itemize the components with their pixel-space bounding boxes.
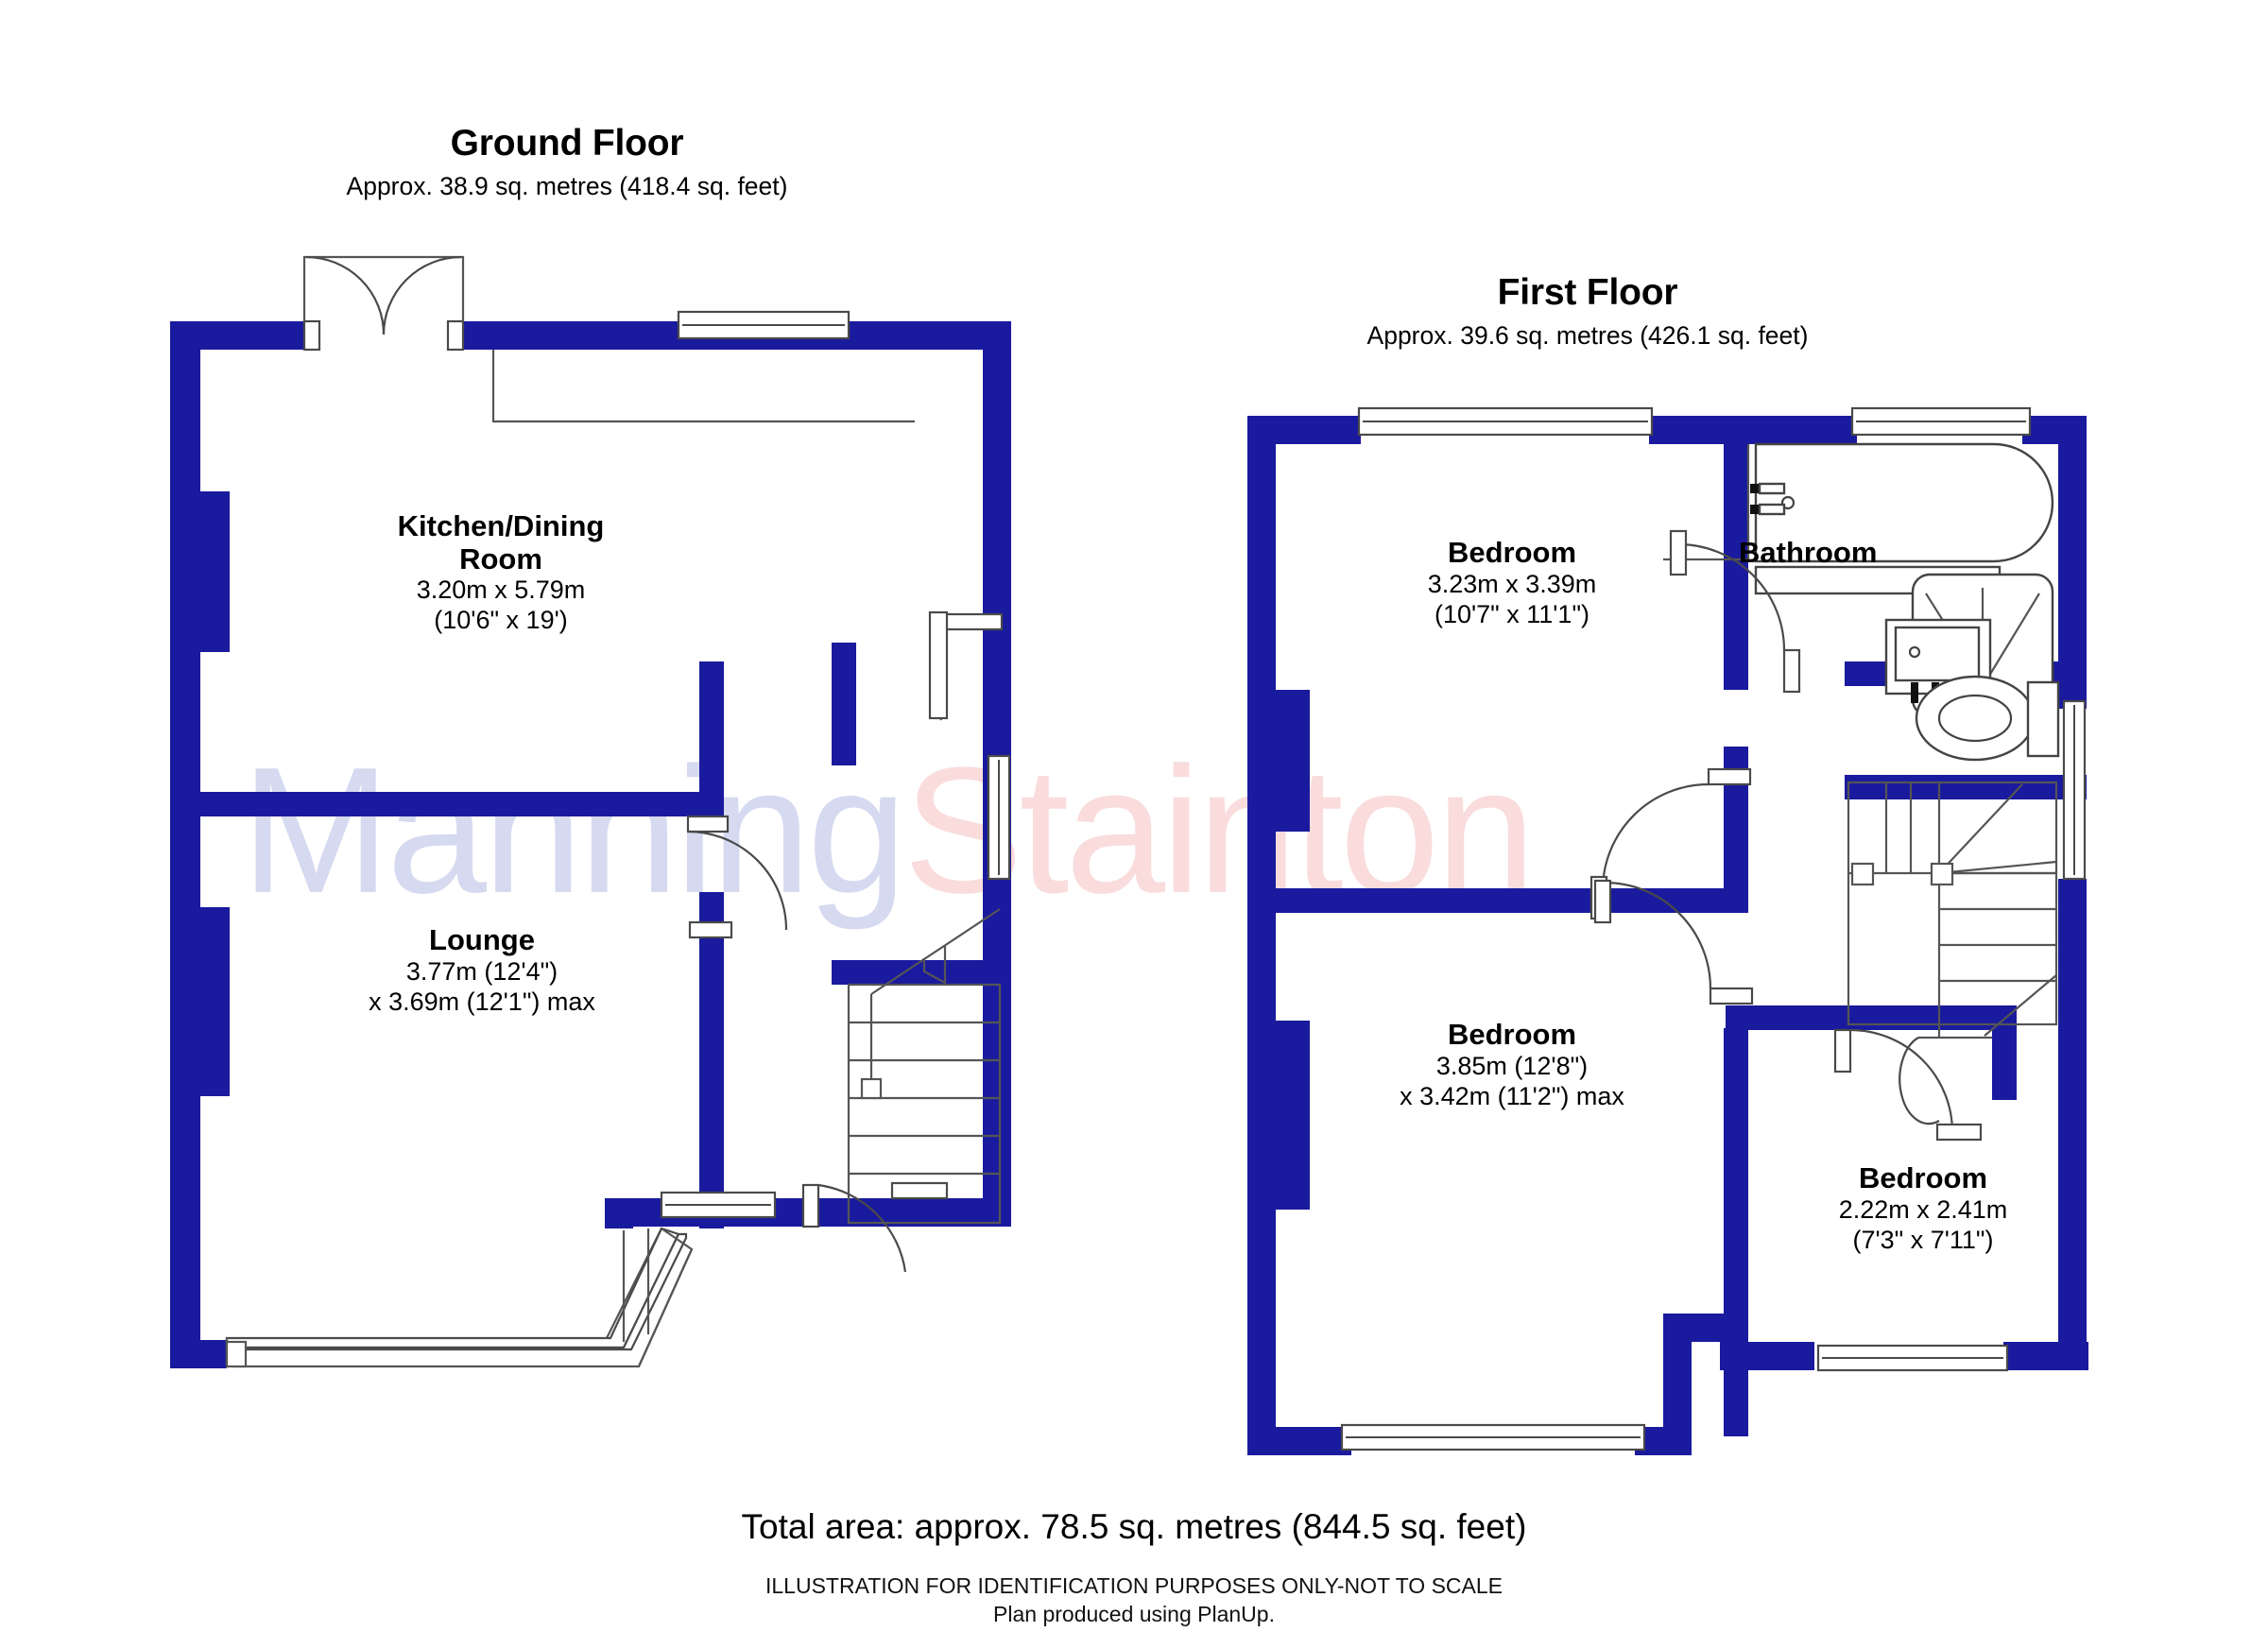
- wall-ff-bottom-step-h: [1663, 1314, 1729, 1342]
- room-dims-bedroom-1-imperial: (10'7" x 11'1"): [1434, 599, 1590, 628]
- room-dims-lounge-metric: 3.77m (12'4"): [405, 956, 558, 986]
- room-dims-kitchen-dining-metric: 3.20m x 5.79m: [416, 575, 586, 605]
- wall-ff-top-left: [1247, 416, 1361, 444]
- wall-ff-top-mid: [1649, 416, 1857, 444]
- room-label-bedroom-3: Bedroom 2.22m x 2.41m (7'3" x 7'11"): [1760, 1161, 2087, 1255]
- window-ff-bedroom2-bottom: [1340, 1423, 1646, 1451]
- wall-ff-left: [1247, 416, 1276, 1455]
- first-floor-subtitle: Approx. 39.6 sq. metres (426.1 sq. feet): [1366, 320, 1809, 350]
- wall-ff-bathroom-left-upper: [1724, 444, 1748, 661]
- wall-ff-landing-top: [1845, 775, 2087, 799]
- room-dims-bedroom-2-metric: 3.85m (12'8"): [1435, 1051, 1589, 1080]
- door-gf-french-double: [302, 255, 465, 352]
- room-dims-lounge-imperial: x 3.69m (12'1") max: [369, 987, 595, 1016]
- wall-ff-landing-bottom-left: [1726, 1005, 1782, 1030]
- wall-gf-left: [170, 321, 200, 1368]
- ground-floor-plan: [170, 255, 1011, 1368]
- wall-gf-hall-vertical-upper: [699, 661, 724, 816]
- fixture-toilet: [1915, 675, 2060, 762]
- door-gf-lounge: [686, 815, 788, 939]
- wall-gf-kitchen-hall-stub: [832, 643, 856, 671]
- room-name-bedroom-1: Bedroom: [1447, 536, 1577, 569]
- wall-gf-bottom-left: [170, 1340, 227, 1368]
- window-ff-landing-right: [2062, 699, 2087, 881]
- disclaimer-line-2: Plan produced using PlanUp.: [993, 1601, 1275, 1626]
- staircase-ground-floor: [847, 908, 1002, 1225]
- total-area-text: Total area: approx. 78.5 sq. metres (844…: [741, 1507, 1527, 1546]
- door-ff-bedroom2: [1593, 879, 1754, 1005]
- room-dims-bedroom-2-imperial: x 3.42m (11'2") max: [1400, 1081, 1624, 1110]
- window-ff-bedroom3-bottom: [1816, 1344, 2009, 1372]
- radiator-kitchen: [194, 491, 230, 652]
- fixture-sink: [1884, 618, 1992, 703]
- first-floor-title: First Floor: [1497, 272, 1678, 313]
- room-name-lounge: Lounge: [429, 923, 535, 956]
- wall-gf-top-left: [170, 321, 304, 350]
- first-floor-plan: [1247, 406, 2088, 1455]
- window-gf-hall: [660, 1191, 777, 1219]
- radiator-lounge: [194, 907, 230, 1096]
- wall-ff-internal-horizontal: [1247, 888, 1748, 913]
- wall-ff-right-1: [2058, 416, 2087, 680]
- room-dims-kitchen-dining-imperial: (10'6" x 19'): [434, 606, 568, 635]
- room-name-kitchen-dining-line1: Kitchen/Dining: [397, 509, 605, 542]
- wall-ff-bedroom3-bottom-right: [2003, 1342, 2088, 1370]
- outline-gf-kitchen-recess: [491, 350, 915, 423]
- door-gf-kitchen-to-hall: [928, 610, 1004, 721]
- radiator-bedroom-2: [1274, 1021, 1310, 1210]
- window-ff-bathroom-top: [1850, 406, 2032, 437]
- wall-gf-kitchen-hall-vertical: [832, 661, 856, 765]
- room-label-kitchen-dining: Kitchen/Dining Room 3.20m x 5.79m (10'6"…: [302, 509, 699, 636]
- window-gf-lounge-bay: [225, 1227, 694, 1368]
- wall-ff-bedroom3-left: [1992, 1005, 2017, 1100]
- wall-gf-hall-vertical-lower: [699, 892, 724, 1228]
- room-name-bedroom-2: Bedroom: [1447, 1018, 1577, 1051]
- room-label-lounge: Lounge 3.77m (12'4") x 3.69m (12'1") max: [274, 923, 690, 1017]
- room-name-bedroom-3: Bedroom: [1858, 1161, 1988, 1194]
- room-dims-bedroom-3-metric: 2.22m x 2.41m: [1838, 1194, 2008, 1224]
- room-name-bathroom: Bathroom: [1739, 536, 1878, 569]
- room-label-bedroom-1: Bedroom 3.23m x 3.39m (10'7" x 11'1"): [1342, 536, 1682, 629]
- door-ff-bathroom: [1669, 529, 1801, 694]
- room-dims-bedroom-1-metric: 3.23m x 3.39m: [1427, 569, 1597, 598]
- door-gf-front: [987, 754, 1011, 881]
- wall-gf-bottom-stub: [605, 1198, 633, 1228]
- room-name-kitchen-dining-line2: Room: [459, 541, 542, 575]
- window-ff-bedroom1-top: [1357, 406, 1654, 437]
- disclaimer-line-1: ILLUSTRATION FOR IDENTIFICATION PURPOSES…: [765, 1573, 1503, 1598]
- room-label-bathroom: Bathroom: [1739, 536, 2022, 570]
- window-gf-kitchen-top: [677, 310, 850, 340]
- door-gf-hall-bottom: [801, 1181, 949, 1273]
- ground-floor-title: Ground Floor: [450, 123, 684, 163]
- first-floor-header: First Floor Approx. 39.6 sq. metres (426…: [1191, 272, 1984, 352]
- radiator-bedroom-1: [1274, 690, 1310, 832]
- room-dims-bedroom-3-imperial: (7'3" x 7'11"): [1852, 1225, 1994, 1254]
- staircase-first-floor: [1847, 781, 2058, 1125]
- wall-gf-right-upper: [983, 321, 1011, 748]
- wall-ff-bedroom2-right: [1724, 1058, 1748, 1436]
- wall-ff-right-3: [2058, 879, 2087, 983]
- ground-floor-header: Ground Floor Approx. 38.9 sq. metres (41…: [170, 123, 964, 202]
- wall-ff-landing-bottom: [1797, 1005, 2015, 1030]
- ground-floor-subtitle: Approx. 38.9 sq. metres (418.4 sq. feet): [346, 171, 788, 200]
- wall-gf-internal-horizontal: [170, 792, 699, 816]
- wall-ff-right-4: [2058, 983, 2087, 1342]
- outline-ff-airing-cupboard: [1663, 444, 1750, 561]
- fixture-bath: [1750, 442, 2054, 563]
- wall-ff-bottom-left: [1247, 1427, 1351, 1455]
- wall-ff-bathroom-left-stub: [1724, 661, 1748, 690]
- wall-gf-hall-back: [832, 960, 997, 985]
- footer-total-area: Total area: approx. 78.5 sq. metres (844…: [378, 1507, 1890, 1547]
- footer-disclaimer: ILLUSTRATION FOR IDENTIFICATION PURPOSES…: [378, 1572, 1890, 1629]
- door-ff-bedroom3: [1833, 1028, 1983, 1142]
- room-label-bedroom-2: Bedroom 3.85m (12'8") x 3.42m (11'2") ma…: [1323, 1018, 1701, 1111]
